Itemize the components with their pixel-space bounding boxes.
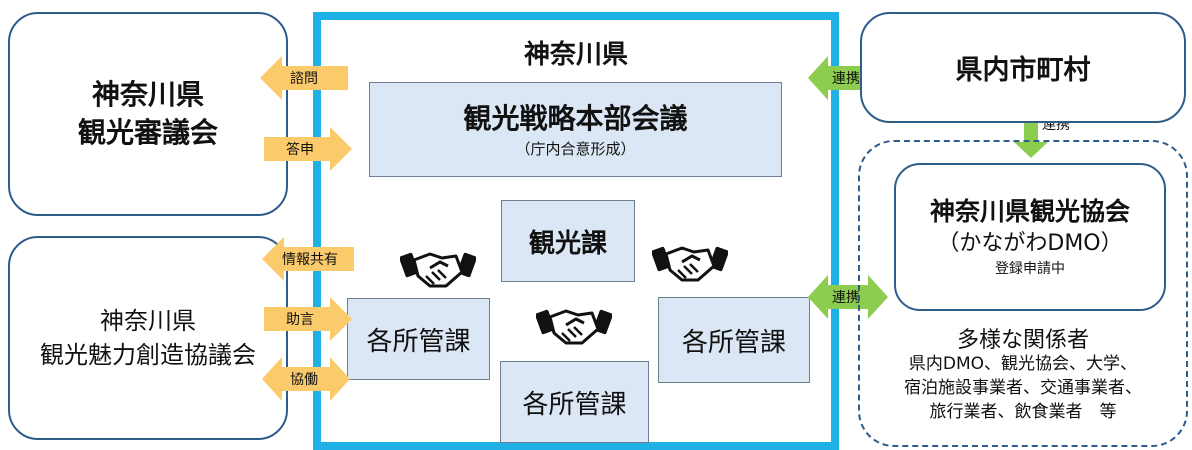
stakeholders-line-3: 旅行業者、飲食業者 等 (929, 402, 1117, 422)
kanagawa-dmo-box: 神奈川県観光協会 （かながわDMO） 登録申請中 (894, 163, 1166, 311)
dmo-alias: （かながわDMO） (937, 231, 1123, 256)
stakeholders-region (858, 140, 1188, 447)
attraction-council-line2: 観光魅力創造協議会 (40, 341, 256, 369)
municipalities-label: 県内市町村 (955, 55, 1091, 86)
partnership-label-middle: 連携 (832, 290, 860, 306)
tourism-strategy-hq-box: 観光戦略本部会議 （庁内合意形成） (369, 82, 782, 177)
partnership-arrow-vertical (1014, 92, 1048, 158)
section-left-label: 各所管課 (366, 326, 471, 357)
kanagawa-tourism-council-box: 神奈川県 観光審議会 (8, 12, 288, 216)
information-sharing-arrow: 情報共有 (262, 237, 354, 281)
dmo-status: 登録申請中 (995, 261, 1065, 277)
handshake-icon (400, 252, 476, 288)
report-label: 答申 (286, 142, 314, 158)
municipalities-box: 県内市町村 (860, 12, 1186, 123)
section-left-box: 各所管課 (347, 298, 490, 380)
stakeholders-line-2: 宿泊施設事業者、交通事業者、 (904, 378, 1142, 398)
prefecture-title: 神奈川県 (523, 40, 628, 70)
handshake-icon (536, 309, 612, 345)
council-name-line1: 神奈川県 (91, 78, 204, 111)
section-bottom-label: 各所管課 (522, 389, 627, 420)
stakeholders-title: 多様な関係者 (956, 328, 1089, 353)
handshake-icon (652, 246, 728, 282)
tourism-division-box: 観光課 (501, 200, 635, 282)
consultation-label: 諮問 (290, 71, 318, 87)
partnership-label-top: 連携 (832, 71, 860, 87)
collaboration-arrow: 協働 (262, 357, 350, 401)
dmo-name: 神奈川県観光協会 (929, 197, 1130, 226)
section-bottom-box: 各所管課 (500, 361, 649, 443)
report-arrow: 答申 (264, 127, 352, 171)
section-right-box: 各所管課 (658, 297, 810, 383)
advice-label: 助言 (286, 312, 314, 328)
information-sharing-label: 情報共有 (282, 252, 338, 268)
consultation-arrow: 諮問 (260, 56, 348, 100)
hq-subtitle: （庁内合意形成） (515, 139, 636, 158)
hq-title: 観光戦略本部会議 (463, 101, 688, 135)
partnership-arrow-middle: 連携 (808, 275, 888, 319)
tourism-division-label: 観光課 (528, 228, 607, 259)
tourism-attraction-council-box: 神奈川県 観光魅力創造協議会 (8, 236, 288, 440)
advice-arrow: 助言 (264, 297, 352, 341)
collaboration-label: 協働 (290, 372, 318, 388)
stakeholders-line-1: 県内DMO、観光協会、大学、 (908, 354, 1138, 374)
section-right-label: 各所管課 (681, 327, 786, 358)
council-name-line2: 観光審議会 (77, 116, 218, 149)
attraction-council-line1: 神奈川県 (100, 307, 196, 335)
